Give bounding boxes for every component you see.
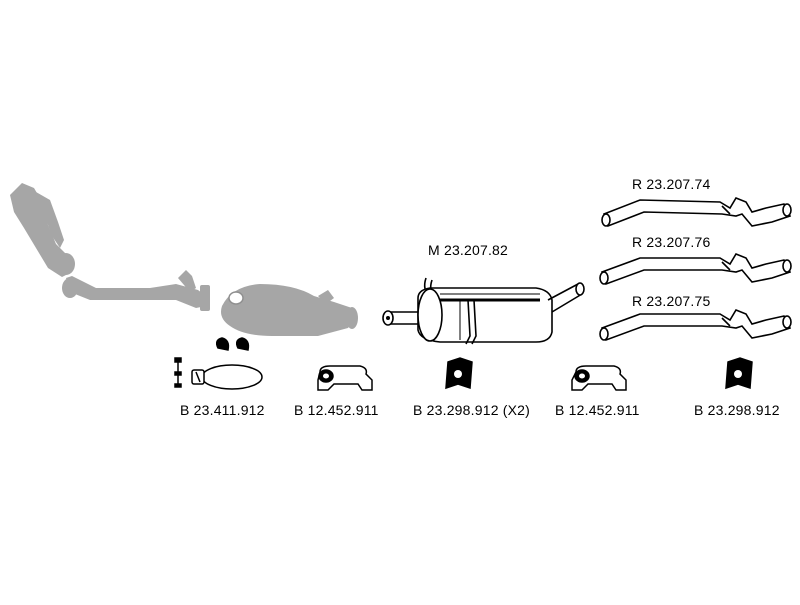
tail-pipe-b: [599, 253, 792, 286]
manifold-downpipe: [10, 183, 210, 311]
bracket-2-code: B 12.452.911: [555, 402, 640, 418]
bracket-1-code: B 12.452.911: [294, 402, 379, 418]
bracket-1: [317, 365, 373, 391]
tail-pipe-a: [601, 197, 792, 228]
tail-pipe-a-code: R 23.207.74: [632, 176, 711, 192]
bracket-2: [571, 365, 627, 391]
clamp-kit: [174, 337, 263, 390]
rubber-mount-code: B 23.298.912: [694, 402, 780, 418]
clamp-kit-code: B 23.411.912: [180, 402, 265, 418]
tail-pipe-c: [599, 309, 792, 342]
rubber-mount-x2: [445, 357, 473, 390]
catalytic-converter: [221, 284, 358, 336]
muffler-code: M 23.207.82: [428, 242, 509, 258]
muffler: [382, 277, 585, 345]
tail-pipe-b-code: R 23.207.76: [632, 234, 711, 250]
rubber-mount-x2-code: B 23.298.912 (X2): [413, 402, 531, 418]
tail-pipe-c-code: R 23.207.75: [632, 293, 711, 309]
rubber-mount: [725, 357, 753, 390]
